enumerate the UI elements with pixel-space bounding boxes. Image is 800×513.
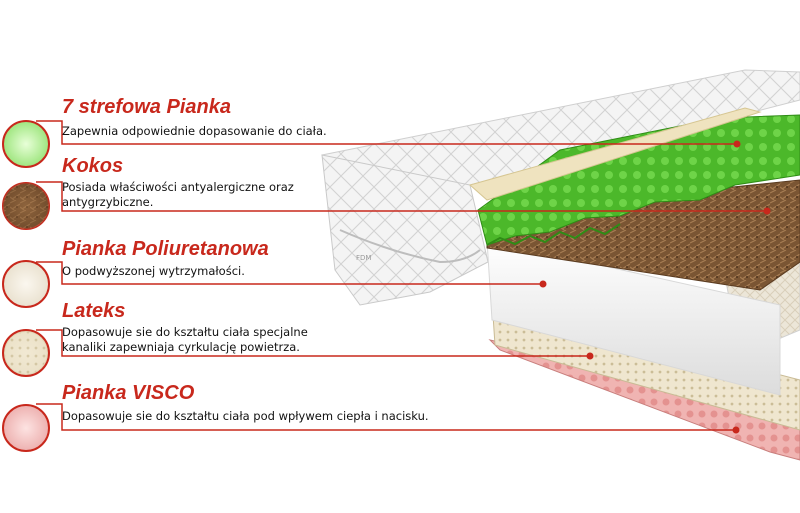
layer-description-green-foam: Zapewnia odpowiednie dopasowanie do ciał… bbox=[62, 124, 327, 138]
swatch-green-foam bbox=[2, 120, 50, 168]
swatch-visco-foam bbox=[2, 404, 50, 452]
layer-title-green-foam: 7 strefowa Pianka bbox=[62, 96, 231, 118]
callout-line-coconut bbox=[36, 181, 771, 215]
brand-label: FDM bbox=[356, 254, 371, 262]
layer-title-coconut: Kokos bbox=[62, 155, 124, 177]
layer-title-latex: Lateks bbox=[62, 300, 126, 322]
layer-description-coconut: Posiada właściwości antyalergiczne oraz … bbox=[62, 180, 294, 209]
layer-title-pu-foam: Pianka Poliuretanowa bbox=[62, 238, 269, 260]
swatch-latex bbox=[2, 329, 50, 377]
callout-line-green-foam bbox=[36, 120, 741, 148]
swatch-pu-foam bbox=[2, 260, 50, 308]
callout-line-pu-foam bbox=[36, 261, 547, 288]
layer-title-visco: Pianka VISCO bbox=[62, 382, 195, 404]
callout-line-visco bbox=[36, 403, 740, 434]
layer-description-latex: Dopasowuje sie do kształtu ciała specjal… bbox=[62, 325, 308, 354]
layer-description-visco: Dopasowuje sie do kształtu ciała pod wpł… bbox=[62, 409, 429, 423]
callout-line-latex bbox=[36, 329, 594, 360]
layer-description-pu-foam: O podwyższonej wytrzymałości. bbox=[62, 264, 245, 278]
mattress-drawing: FDM bbox=[321, 69, 800, 461]
swatch-coconut-fiber bbox=[2, 182, 50, 230]
